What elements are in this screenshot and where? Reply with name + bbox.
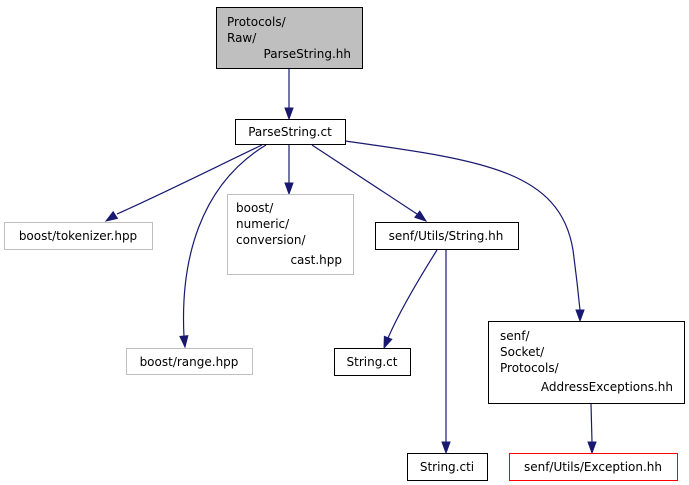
node-address-exceptions[interactable]: senf/Socket/Protocols/AddressExceptions.… — [488, 321, 685, 404]
node-string-cti[interactable]: String.cti — [407, 453, 488, 481]
edge-line — [311, 144, 418, 215]
edge-parsestring-ct-to-senf-utils-string-hh — [311, 144, 428, 222]
edge-line — [182, 144, 267, 338]
edge-address-exceptions-to-senf-utils-exception — [587, 403, 597, 455]
node-boost-range: boost/range.hpp — [126, 348, 253, 375]
node-parsestring-hh[interactable]: Protocols/Raw/ParseString.hh — [216, 7, 363, 69]
edge-arrowhead — [284, 182, 294, 196]
edge-line — [387, 249, 438, 339]
edge-line — [116, 144, 263, 215]
node-parsestring-ct[interactable]: ParseString.ct — [235, 119, 346, 145]
node-box — [235, 119, 346, 145]
node-label-line: numeric/ — [236, 217, 290, 231]
node-boost-tokenizer: boost/tokenizer.hpp — [4, 222, 153, 250]
dependency-nodes: Protocols/Raw/ParseString.hhParseString.… — [4, 7, 685, 481]
dependency-edges — [104, 69, 597, 455]
edge-arrowhead — [575, 309, 585, 323]
node-label-line: boost/ — [236, 201, 274, 215]
edge-senf-utils-string-hh-to-string-cti — [441, 250, 451, 455]
node-box — [488, 321, 685, 404]
node-label-line: cast.hpp — [290, 253, 342, 267]
edge-arrowhead — [284, 107, 294, 121]
node-boost-numeric-cast: boost/numeric/conversion/cast.hpp — [227, 194, 354, 275]
edge-arrowhead — [104, 210, 119, 222]
edge-parsestring-ct-to-boost-range — [179, 144, 267, 349]
node-box — [509, 453, 678, 481]
edge-parsestring-ct-to-boost-numeric-cast — [284, 145, 294, 196]
edge-arrowhead — [414, 210, 428, 222]
edge-arrowhead — [441, 441, 451, 455]
node-box — [4, 222, 153, 250]
edge-senf-utils-string-hh-to-string-ct — [383, 249, 438, 350]
node-label-line: boost/range.hpp — [140, 355, 239, 369]
node-box — [334, 348, 411, 376]
node-label-line: Raw/ — [227, 31, 257, 45]
node-box — [375, 222, 519, 250]
node-label-line: conversion/ — [236, 233, 306, 247]
edge-line — [344, 140, 581, 311]
node-label-line: boost/tokenizer.hpp — [19, 229, 137, 243]
node-senf-utils-string-hh[interactable]: senf/Utils/String.hh — [375, 222, 519, 250]
node-label-line: ParseString.ct — [248, 125, 332, 139]
node-label-line: AddressExceptions.hh — [541, 380, 673, 394]
edge-arrowhead — [587, 441, 597, 455]
node-label-line: Protocols/ — [227, 15, 287, 29]
node-label-line: senf/ — [500, 329, 530, 343]
edge-parsestring-ct-to-boost-tokenizer — [104, 144, 263, 222]
node-label-line: Protocols/ — [500, 361, 560, 375]
edge-arrowhead — [179, 335, 189, 349]
node-box — [216, 7, 363, 69]
edge-parsestring-ct-to-address-exceptions — [344, 140, 585, 323]
edge-arrowhead — [383, 335, 393, 350]
node-label-line: String.cti — [420, 460, 474, 474]
edge-parsestring-hh-to-parsestring-ct — [284, 69, 294, 121]
node-label-line: senf/Utils/String.hh — [389, 229, 504, 243]
node-senf-utils-exception[interactable]: senf/Utils/Exception.hh — [509, 453, 678, 481]
node-label-line: senf/Utils/Exception.hh — [524, 460, 662, 474]
node-label-line: Socket/ — [500, 345, 545, 359]
node-box — [126, 348, 253, 375]
node-label-line: ParseString.hh — [264, 47, 351, 61]
node-string-ct[interactable]: String.ct — [334, 348, 411, 376]
edge-line — [590, 403, 593, 443]
node-label-line: String.ct — [347, 355, 398, 369]
node-box — [407, 453, 488, 481]
node-box — [227, 194, 354, 275]
